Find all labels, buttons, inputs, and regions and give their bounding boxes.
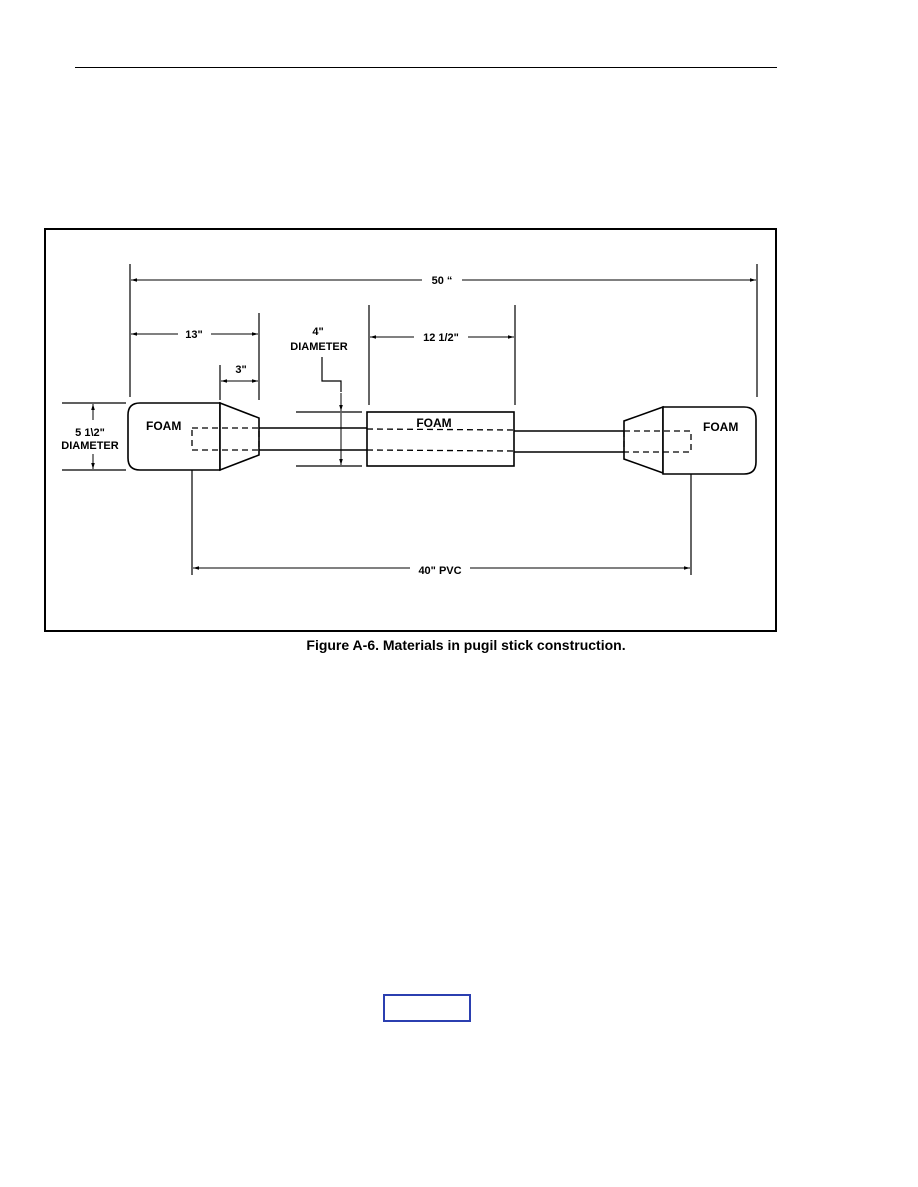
center-foam-pad [366,411,515,467]
label-right-foam: FOAM [703,420,738,434]
label-end-diameter-word: DIAMETER [61,440,119,452]
left-foam-pad [127,402,221,471]
left-taper [219,401,260,472]
right-foam-pad [662,406,757,475]
right-hidden-pvc [623,430,692,453]
diameter-leader-line [321,357,342,392]
page-number-box[interactable] [383,994,471,1022]
label-overall-length: 50 “ [432,275,453,287]
label-pvc-length: 40" PVC [418,565,461,577]
label-center-pad-length: 12 1/2" [423,332,459,344]
label-end-pad-length: 13" [185,329,202,341]
right-taper [623,405,664,475]
label-taper-length: 3" [235,364,246,376]
label-left-foam: FOAM [146,419,181,433]
figure-frame [44,228,777,632]
header-rule [75,67,777,68]
figure-caption: Figure A-6. Materials in pugil stick con… [306,637,626,653]
label-end-diameter-value: 5 1\2" [75,427,105,439]
center-hidden-pvc-bottom [366,449,515,452]
left-hidden-pvc [191,427,260,451]
center-hidden-pvc-top [366,428,515,431]
label-center-diameter-word: DIAMETER [290,341,348,353]
label-center-foam: FOAM [416,416,451,430]
label-center-diameter-value: 4" [312,326,323,338]
